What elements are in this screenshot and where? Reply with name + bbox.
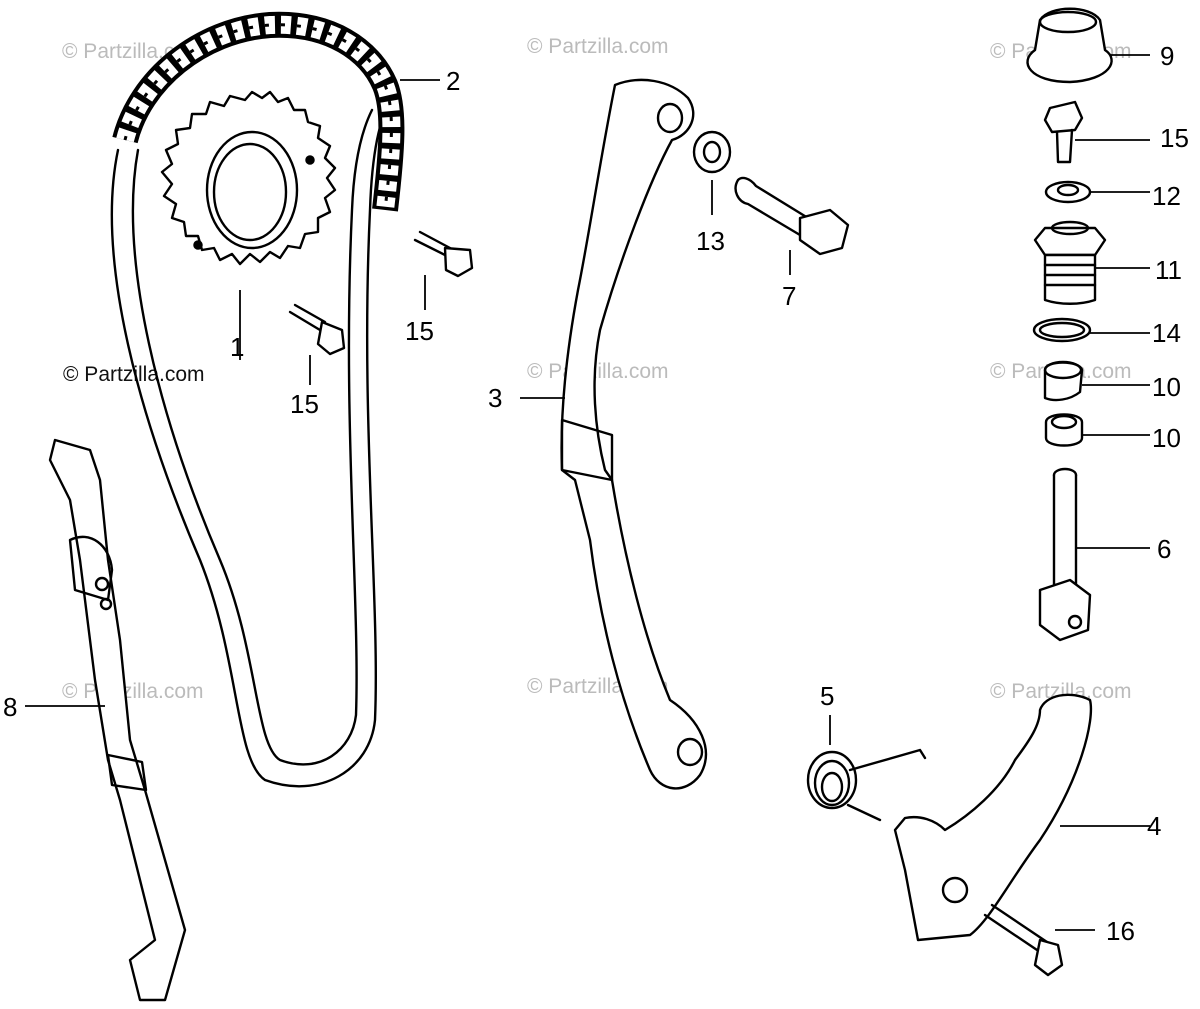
callout-10a: 10: [1152, 372, 1181, 402]
callout-12: 12: [1152, 181, 1181, 211]
oring-14: [1032, 317, 1150, 343]
callout-15c: 15: [1160, 123, 1189, 153]
callout-2: 2: [446, 66, 460, 96]
callout-11: 11: [1155, 255, 1182, 285]
bolt-16: [983, 903, 1095, 977]
spring-5: [806, 715, 927, 822]
tensioner-arm: [560, 78, 708, 790]
washer-13: [692, 130, 732, 215]
watermark-text: © Partzilla.com: [527, 35, 669, 58]
bolt-15b: [288, 303, 346, 385]
pivot-bolt-7: [734, 176, 850, 275]
watermark-text-main: © Partzilla.com: [63, 363, 205, 386]
spacer-10a: [1043, 360, 1150, 402]
cam-sprocket: [160, 90, 337, 360]
chain-guide: [48, 438, 187, 1002]
watermark-text: © Partzilla.com: [62, 680, 204, 703]
callout-8: 8: [3, 692, 17, 722]
cam-chain: [110, 11, 405, 788]
callout-7: 7: [782, 281, 796, 311]
callout-6: 6: [1157, 534, 1171, 564]
callout-16: 16: [1106, 916, 1135, 946]
callout-15b: 15: [290, 389, 319, 419]
callout-4: 4: [1147, 811, 1161, 841]
callout-15a: 15: [405, 316, 434, 346]
callout-9: 9: [1160, 41, 1174, 71]
tensioner-lever-4: [893, 693, 1150, 942]
callout-3: 3: [488, 383, 502, 413]
bolt-15a: [413, 230, 474, 310]
watermarks: © Partzilla.com © Partzilla.com © Partzi…: [62, 35, 1132, 703]
cap-9: [1026, 7, 1150, 84]
bolt-15c: [1043, 100, 1150, 164]
callout-1: 1: [230, 332, 244, 362]
pushrod-6: [1038, 467, 1150, 642]
watermark-text: © Partzilla.com: [527, 360, 669, 383]
washer-12: [1044, 180, 1150, 204]
callout-13: 13: [696, 226, 725, 256]
spacer-10b: [1044, 413, 1150, 447]
callout-labels: 1 2 3 4 5 6 7 8 9 10 10 11 12 13 14 15 1…: [3, 41, 1189, 946]
watermark-text: © Partzilla.com: [990, 680, 1132, 703]
holder-11: [1033, 220, 1150, 305]
callout-14: 14: [1152, 318, 1181, 348]
callout-10b: 10: [1152, 423, 1181, 453]
callout-5: 5: [820, 681, 834, 711]
